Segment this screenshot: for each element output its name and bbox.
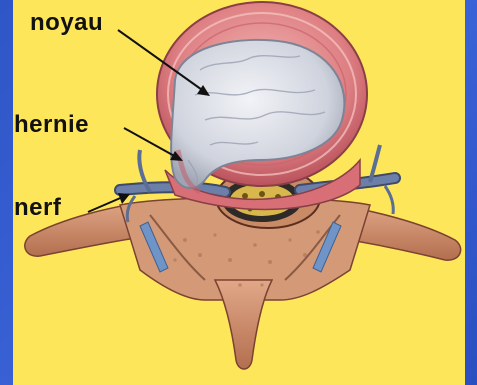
label-nerve: nerf xyxy=(14,196,61,220)
label-hernia: hernie xyxy=(14,113,89,137)
label-nucleus: noyau xyxy=(30,11,103,35)
